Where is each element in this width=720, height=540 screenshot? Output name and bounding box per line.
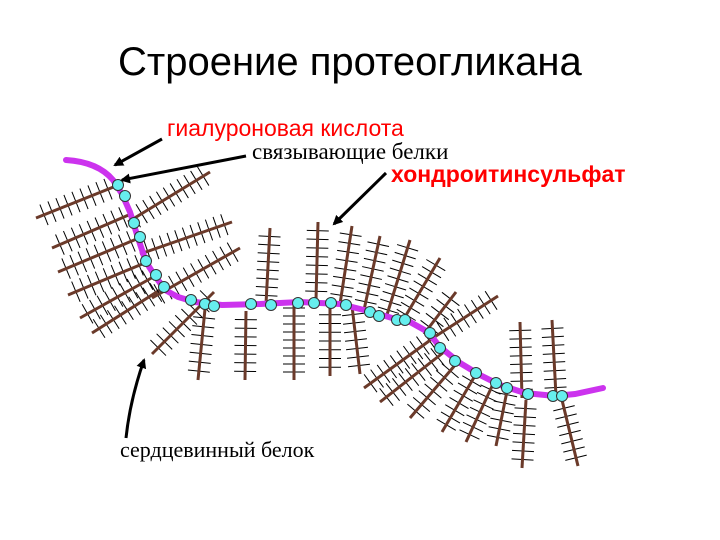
core-protein xyxy=(435,294,499,338)
aggrecan-unit xyxy=(363,331,437,393)
aggrecan-unit xyxy=(255,227,281,305)
aggrecan-unit xyxy=(319,306,341,376)
aggrecan-unit xyxy=(377,239,419,319)
arrow-link-proteins xyxy=(120,154,247,184)
core-protein-group xyxy=(35,166,587,469)
aggrecan-unit xyxy=(51,207,132,255)
core-protein xyxy=(400,257,442,323)
core-protein xyxy=(440,373,478,433)
label-core-protein: сердцевинный белок xyxy=(120,437,315,462)
aggrecan-unit xyxy=(354,235,390,311)
link-protein xyxy=(134,231,146,243)
link-protein xyxy=(490,377,502,389)
core-protein xyxy=(139,220,233,256)
core-protein xyxy=(35,184,117,220)
pointer-arrows xyxy=(113,137,388,439)
link-protein xyxy=(556,390,568,402)
core-protein xyxy=(196,308,207,381)
aggrecan-unit xyxy=(342,305,370,375)
link-protein xyxy=(150,269,162,281)
aggrecan-unit xyxy=(436,373,482,433)
link-protein xyxy=(522,388,534,400)
arrow-hyaluronic-acid xyxy=(113,137,163,167)
link-protein-group xyxy=(112,179,568,402)
link-protein xyxy=(399,314,411,326)
aggrecan-unit xyxy=(305,221,329,301)
core-protein xyxy=(314,221,320,301)
core-protein xyxy=(91,286,164,335)
link-protein xyxy=(308,297,320,309)
core-protein xyxy=(363,334,437,390)
core-protein xyxy=(57,236,140,274)
core-protein xyxy=(384,239,412,319)
aggrecan-unit xyxy=(57,231,140,279)
link-protein xyxy=(373,310,385,322)
core-protein xyxy=(338,225,354,305)
aggrecan-unit xyxy=(234,310,257,381)
link-protein xyxy=(424,327,436,339)
link-protein xyxy=(501,382,513,394)
link-protein xyxy=(325,297,337,309)
link-protein xyxy=(340,299,352,311)
link-protein xyxy=(158,281,170,293)
aggrecan-unit xyxy=(127,166,211,228)
aggrecan-unit xyxy=(407,363,459,419)
core-protein xyxy=(362,235,382,311)
aggrecan-unit xyxy=(67,254,148,303)
aggrecan-unit xyxy=(511,399,537,469)
core-protein xyxy=(243,310,248,381)
core-protein xyxy=(464,381,496,443)
aggrecan-unit xyxy=(420,291,460,335)
label-link-proteins: связывающие белки xyxy=(252,139,449,164)
link-protein xyxy=(112,179,124,191)
link-protein xyxy=(449,355,461,367)
core-protein xyxy=(67,260,148,297)
aggrecan-unit xyxy=(35,178,117,226)
core-protein xyxy=(518,321,524,399)
label-chondroitin-sulfate: хондроитинсульфат xyxy=(391,161,626,187)
aggrecan-unit xyxy=(379,348,445,406)
arrow-core-protein xyxy=(124,358,147,439)
core-protein xyxy=(350,305,362,375)
aggrecan-unit xyxy=(330,225,362,305)
link-protein xyxy=(128,217,140,229)
aggrecan-unit xyxy=(486,385,518,447)
link-protein xyxy=(265,299,277,311)
aggrecan-unit xyxy=(91,282,164,339)
link-protein xyxy=(140,255,152,267)
arrow-chondroitin-sulfate xyxy=(332,171,388,226)
core-protein xyxy=(560,399,580,467)
aggrecan-unit xyxy=(509,321,533,399)
slide-title: Строение протеогликана xyxy=(118,40,582,84)
link-protein xyxy=(185,294,197,306)
core-protein xyxy=(408,363,458,419)
aggrecan-unit xyxy=(435,290,499,342)
core-protein xyxy=(494,385,510,447)
link-protein xyxy=(470,367,482,379)
core-protein xyxy=(79,274,156,320)
aggrecan-unit xyxy=(553,399,587,467)
core-protein xyxy=(264,227,272,305)
aggrecan-unit xyxy=(283,300,305,380)
label-hyaluronic-acid: гиалуроновая кислота xyxy=(167,115,404,141)
aggrecan-unit xyxy=(139,214,233,262)
link-protein xyxy=(292,297,304,309)
aggrecan-unit xyxy=(541,319,567,397)
core-protein xyxy=(550,319,558,397)
link-protein xyxy=(208,300,220,312)
aggrecan-unit xyxy=(79,270,156,324)
aggrecan-unit xyxy=(187,308,216,381)
link-protein xyxy=(245,298,257,310)
link-protein xyxy=(434,342,446,354)
core-protein xyxy=(520,399,528,469)
core-protein xyxy=(51,212,132,250)
core-protein xyxy=(422,291,458,335)
hyaluronic-acid-chain xyxy=(63,157,606,400)
aggrecan-unit xyxy=(396,257,446,323)
core-protein xyxy=(127,170,211,224)
core-protein xyxy=(379,350,445,404)
link-protein xyxy=(119,190,131,202)
